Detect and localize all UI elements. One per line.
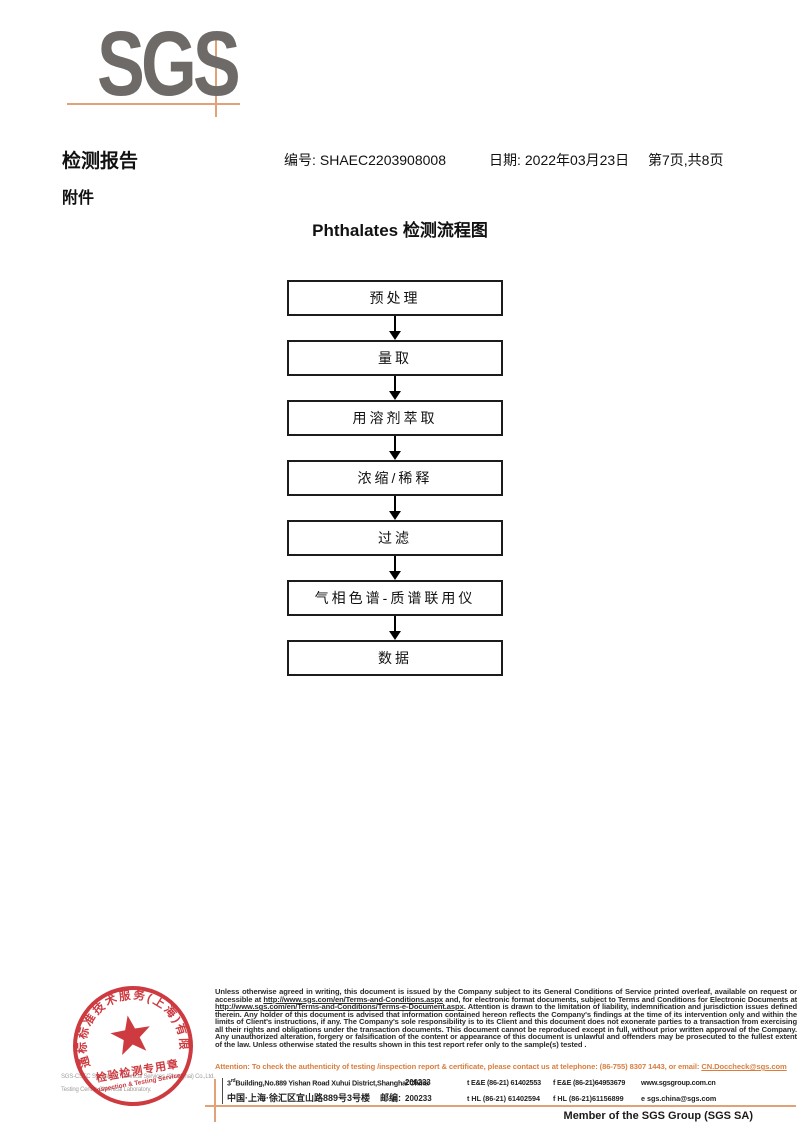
address-divider [222,1078,223,1104]
flow-step-solvent-extraction: 用溶剂萃取 [287,400,503,436]
legal-disclaimer: Unless otherwise agreed in writing, this… [215,988,797,1048]
arrow-down-icon [389,376,401,400]
footer-rule-tick [214,1079,216,1122]
stamp-ring-text: 通标标准技术服务(上海)有限公司 [52,965,193,1075]
footer-rule-horizontal [205,1105,796,1107]
arrow-down-icon [389,316,401,340]
legal-text-2: and, for electronic format documents, su… [443,994,797,1004]
sgs-logo-text: SGS [97,13,241,115]
inspection-stamp-icon: 通标标准技术服务(上海)有限公司 检验检测专用章 Inspection & Te… [52,965,193,1106]
legal-text-3: . Attention is drawn to the limitation o… [215,1002,797,1049]
address-block: 3rdBuilding,No.889 Yishan Road Xuhui Dis… [227,1078,796,1104]
doccheck-email-link[interactable]: CN.Doccheck@sgs.com [701,1062,787,1071]
arrow-down-icon [389,616,401,640]
flow-step-measure: 量取 [287,340,503,376]
attention-text: Attention: To check the authenticity of … [215,1062,702,1071]
flow-step-filter: 过滤 [287,520,503,556]
phone-hl: t HL (86-21) 61402594 [467,1094,540,1103]
flowchart: 预处理 量取 用溶剂萃取 浓缩/稀释 过滤 气相色谱-质谱联用仪 数据 [287,280,503,676]
email-link[interactable]: e sgs.china@sgs.com [641,1094,717,1103]
flow-step-data: 数据 [287,640,503,676]
postcode-cn: 200233 [405,1094,432,1103]
company-name-en: SGS-CSTC Standards Technical Services (S… [61,1074,215,1080]
report-number: 编号:SHAEC2203908008 [284,150,446,170]
report-number-label: 编号: [284,152,316,168]
address-row-en: 3rdBuilding,No.889 Yishan Road Xuhui Dis… [227,1078,796,1091]
sgs-logo: SGS [0,0,300,140]
stamp-ring [73,986,193,1106]
address-row-cn: 中国·上海·徐汇区宜山路889号3号楼邮编: 200233 t HL (86-2… [227,1091,796,1104]
fax-ee: f E&E (86-21)64953679 [553,1078,626,1088]
report-title: 检测报告 [62,151,139,172]
postcode-en: 200233 [405,1078,431,1088]
arrow-down-icon [389,436,401,460]
address-en: 3rdBuilding,No.889 Yishan Road Xuhui Dis… [227,1078,429,1088]
flow-step-gcms: 气相色谱-质谱联用仪 [287,580,503,616]
postcode-label-cn: 邮编: [380,1093,402,1103]
address-cn: 中国·上海·徐汇区宜山路889号3号楼邮编: [227,1093,402,1103]
report-date-value: 2022年03月23日 [524,152,630,168]
company-lab-en: Testing Center-Chemical Laboratory. [61,1087,152,1093]
phone-ee: t E&E (86-21) 61402553 [467,1078,541,1088]
flowchart-title: Phthalates 检测流程图 [312,221,488,240]
attention-notice: Attention: To check the authenticity of … [215,1063,797,1071]
logo-crosshair-horizontal [67,103,240,105]
sgs-member-note: Member of the SGS Group (SGS SA) [563,1110,753,1122]
report-date-label: 日期: [489,152,521,168]
flow-step-concentrate-dilute: 浓缩/稀释 [287,460,503,496]
flow-step-pretreatment: 预处理 [287,280,503,316]
logo-crosshair-vertical [215,37,217,117]
terms-e-document-link[interactable]: http://www.sgs.com/en/Terms-and-Conditio… [215,1002,464,1011]
fax-hl: f HL (86-21)61156899 [553,1094,624,1103]
report-number-value: SHAEC2203908008 [319,152,446,168]
arrow-down-icon [389,496,401,520]
report-date: 日期:2022年03月23日 [489,150,629,170]
terms-link[interactable]: http://www.sgs.com/en/Terms-and-Conditio… [263,994,444,1004]
website-link[interactable]: www.sgsgroup.com.cn [641,1078,716,1088]
legal-text-1: Unless otherwise agreed in writing, this… [215,987,797,1004]
page-indicator: 第7页,共8页 [648,152,724,168]
arrow-down-icon [389,556,401,580]
star-icon [110,1015,150,1056]
svg-text:通标标准技术服务(上海)有限公司: 通标标准技术服务(上海)有限公司 [52,965,193,1075]
attachment-label: 附件 [62,190,95,207]
